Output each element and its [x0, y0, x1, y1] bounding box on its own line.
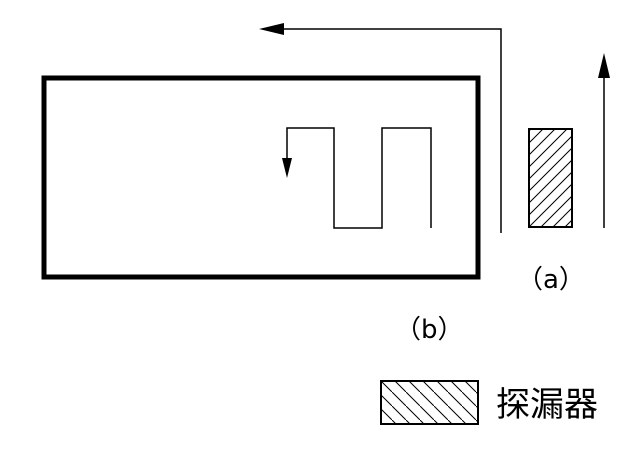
scan-area-box: [41, 75, 481, 280]
scan-path-arrow-head-icon: [282, 158, 292, 178]
upward-arrow-head-icon: [598, 53, 610, 78]
legend-label: 探漏器: [496, 385, 598, 425]
leftward-arrow-head-icon: [259, 23, 284, 35]
label-part-b: （b）: [395, 315, 464, 345]
legend-hatch-swatch-icon: [380, 380, 479, 425]
serpentine-scan-path: [286, 127, 432, 229]
detector-hatched-block: [528, 128, 573, 228]
leftward-return-path: [282, 28, 502, 233]
label-part-a: （a）: [517, 265, 585, 295]
